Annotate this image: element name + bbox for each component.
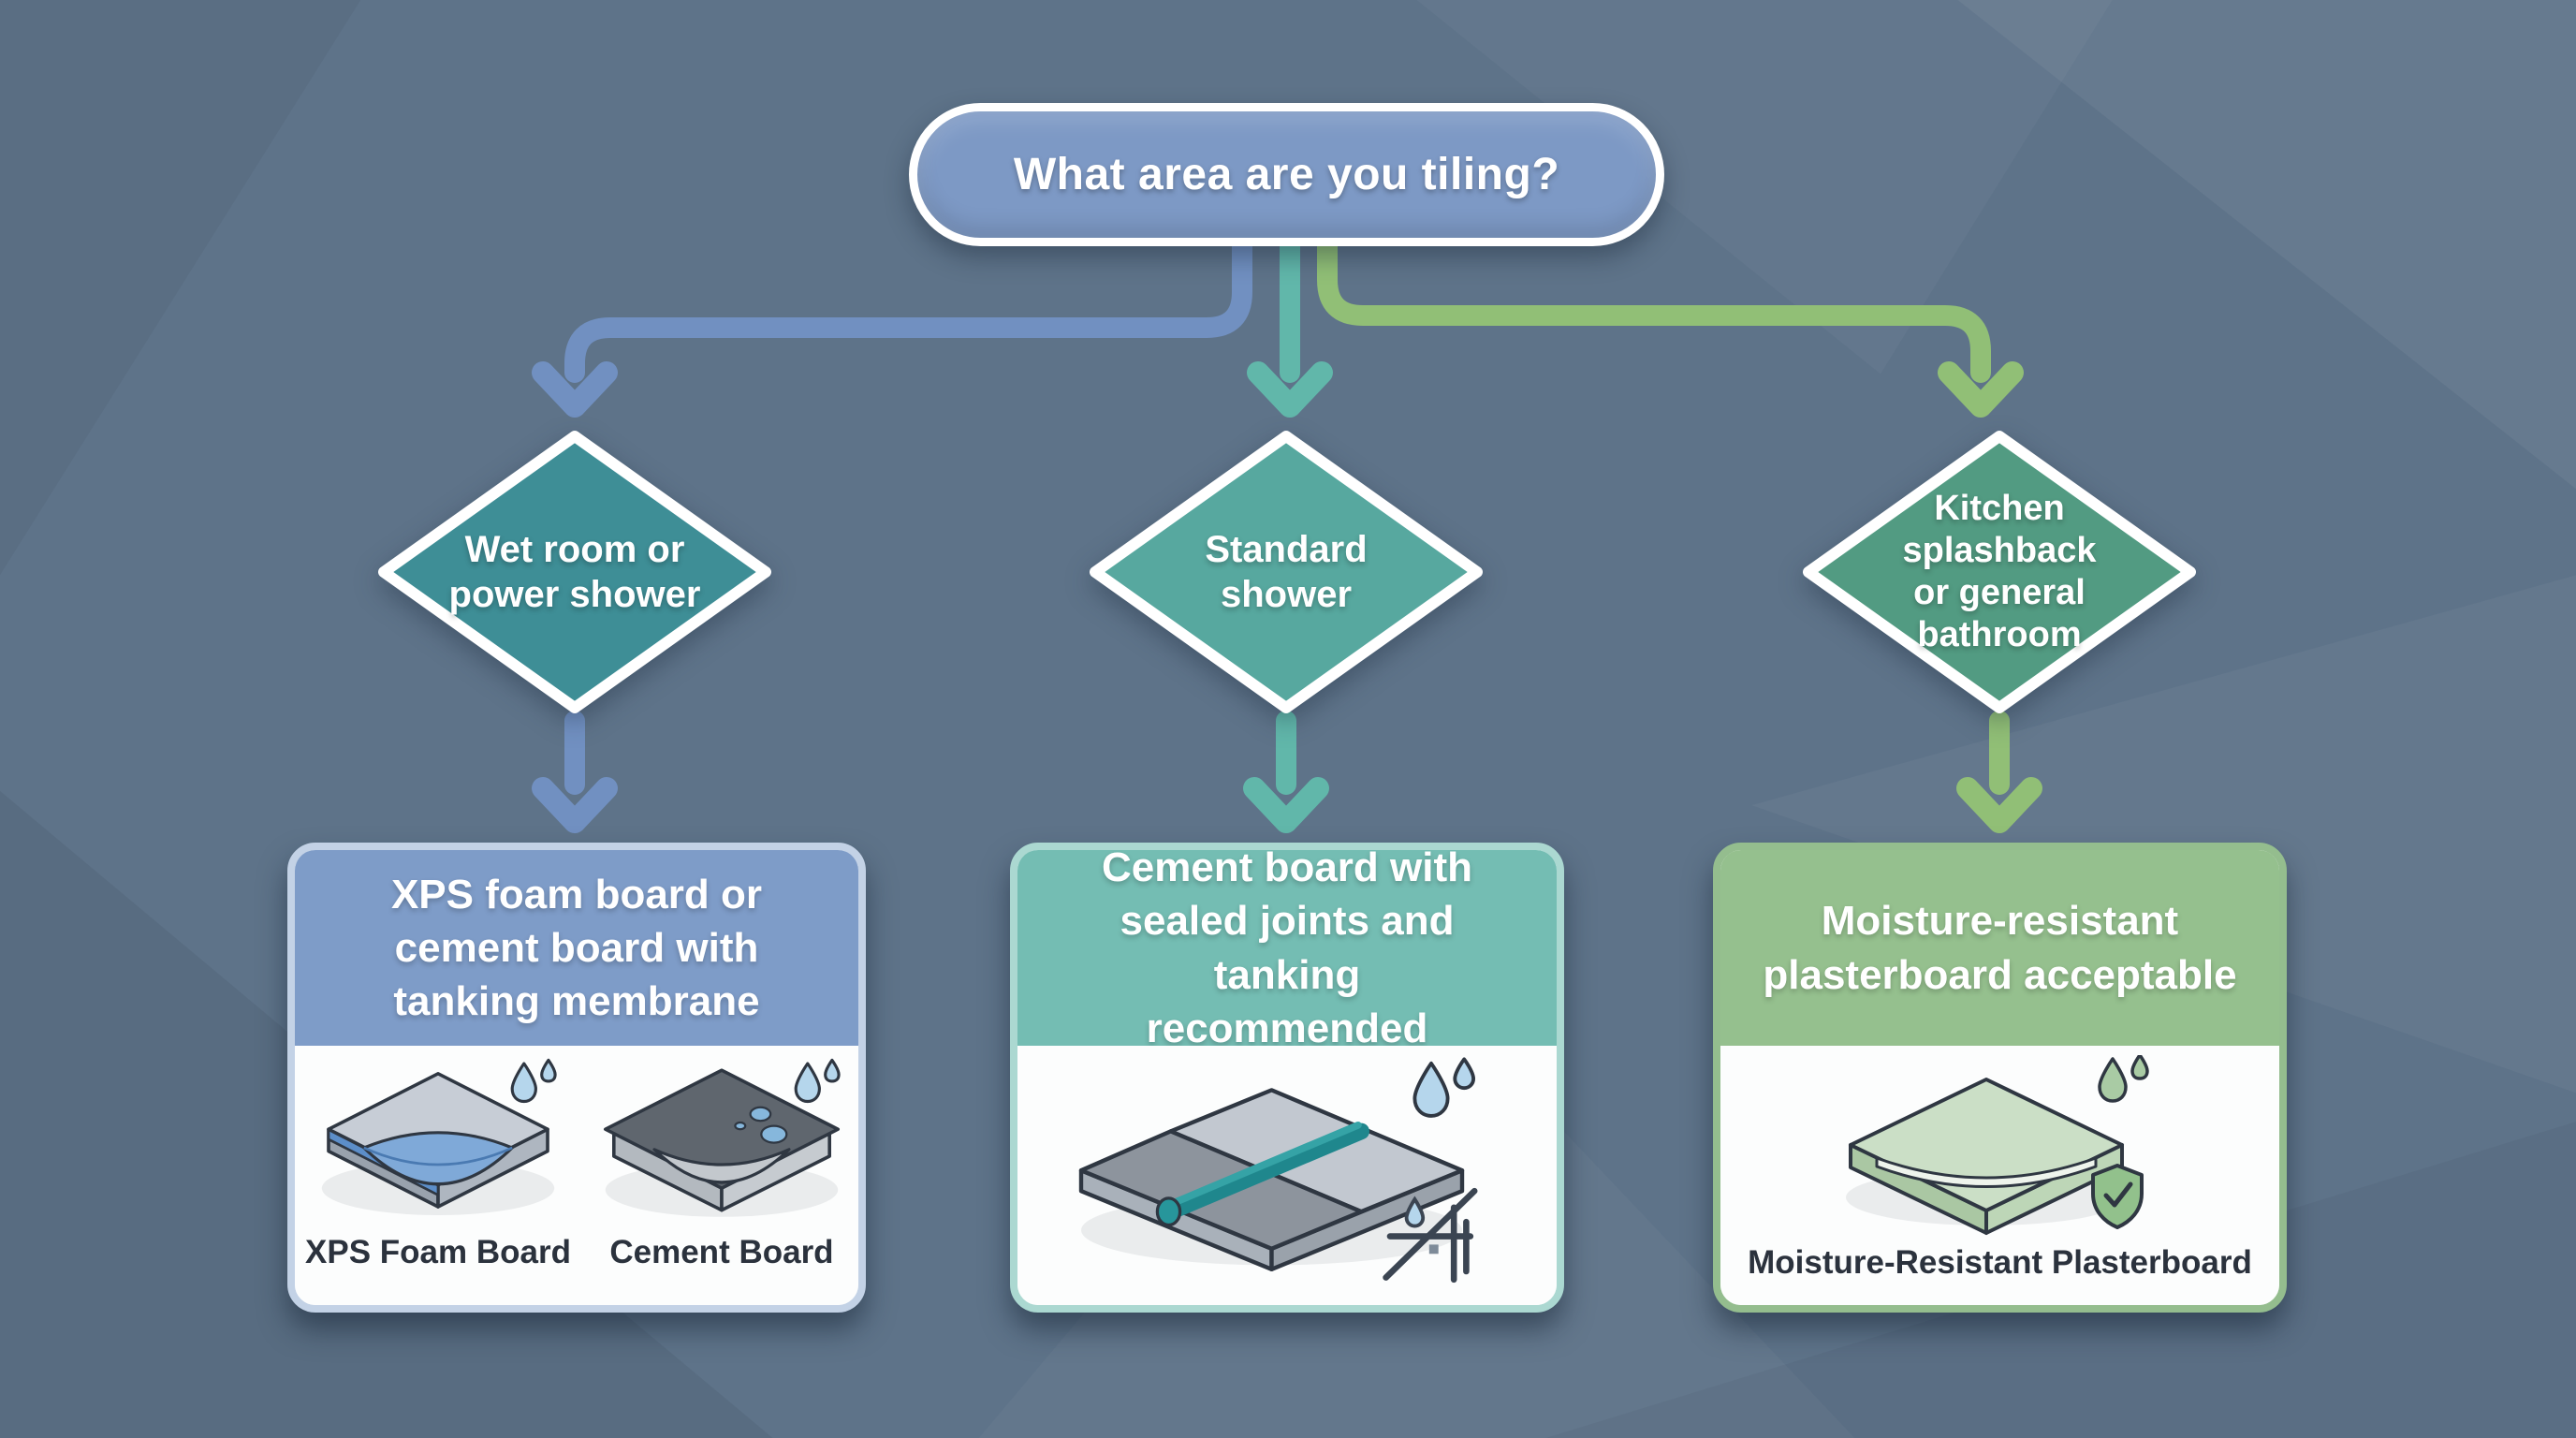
diamond-shape [1090,431,1483,713]
water-drops-icon [2097,1055,2149,1103]
no-moisture-icon [1383,1187,1478,1284]
result-card-standard-shower: Cement board with sealed joints and tank… [1010,843,1564,1313]
shield-check-icon [2090,1164,2144,1229]
water-drops-icon [510,1058,557,1104]
cement-board-illustration [603,1058,841,1217]
result-card-body [1017,1046,1557,1305]
decision-node-kitchen: Kitchen splashback or general bathroom [1803,431,2196,713]
arrowhead-standard-card [1243,777,1329,833]
result-card-body: Moisture-Resistant Plasterboard [1720,1046,2279,1305]
decision-label: Kitchen splashback or general bathroom [1902,489,2097,654]
result-card-header: XPS foam board or cement board with tank… [295,850,858,1046]
figure-label: XPS Foam Board [305,1234,571,1270]
result-card-kitchen: Moisture-resistant plasterboard acceptab… [1713,843,2287,1313]
connector-wet [564,236,1252,383]
decision-node-wet-room: Wet room or power shower [378,431,771,713]
arrowhead-standard [1247,361,1333,418]
decision-label: Wet room or power shower [448,529,701,615]
xps-foam-board-illustration [321,1058,557,1215]
xps-foam-board-figure: XPS Foam Board [305,1055,571,1271]
sealed-joint [1155,1121,1369,1227]
diamond-shape [1803,431,2196,713]
water-drops-icon [1412,1057,1476,1118]
figure-label: Cement Board [609,1234,834,1270]
arrowhead-wet [532,361,618,418]
root-question-label: What area are you tiling? [1013,150,1560,199]
water-drops-icon [794,1058,841,1104]
sealed-cement-board-illustration [1078,1057,1478,1284]
result-text: XPS foam board or cement board with tank… [390,871,763,1025]
diamond-shape [378,431,771,713]
result-card-header: Cement board with sealed joints and tank… [1017,850,1557,1051]
result-card-body: XPS Foam Board [295,1046,858,1305]
decision-label: Standard shower [1205,529,1368,615]
result-card-wet-room: XPS foam board or cement board with tank… [287,843,866,1313]
arrowhead-kitchen [1938,361,2024,418]
arrowhead-kitchen-card [1956,777,2042,833]
figure-label: Moisture-Resistant Plasterboard [1748,1244,2252,1281]
result-text: Moisture-resistant plasterboard acceptab… [1763,898,2237,998]
result-text: Cement board with sealed joints and tank… [1101,844,1473,1051]
arrowhead-wet-card [532,777,618,833]
plasterboard-figure: Moisture-Resistant Plasterboard [1748,1055,2252,1282]
result-card-header: Moisture-resistant plasterboard acceptab… [1720,850,2279,1046]
connector-kitchen [1317,236,1991,383]
root-question-node: What area are you tiling? [909,103,1664,246]
moisture-resistant-plasterboard-illustration [1845,1055,2149,1235]
cement-board-figure: Cement Board [595,1055,848,1271]
decision-node-standard-shower: Standard shower [1090,431,1483,713]
